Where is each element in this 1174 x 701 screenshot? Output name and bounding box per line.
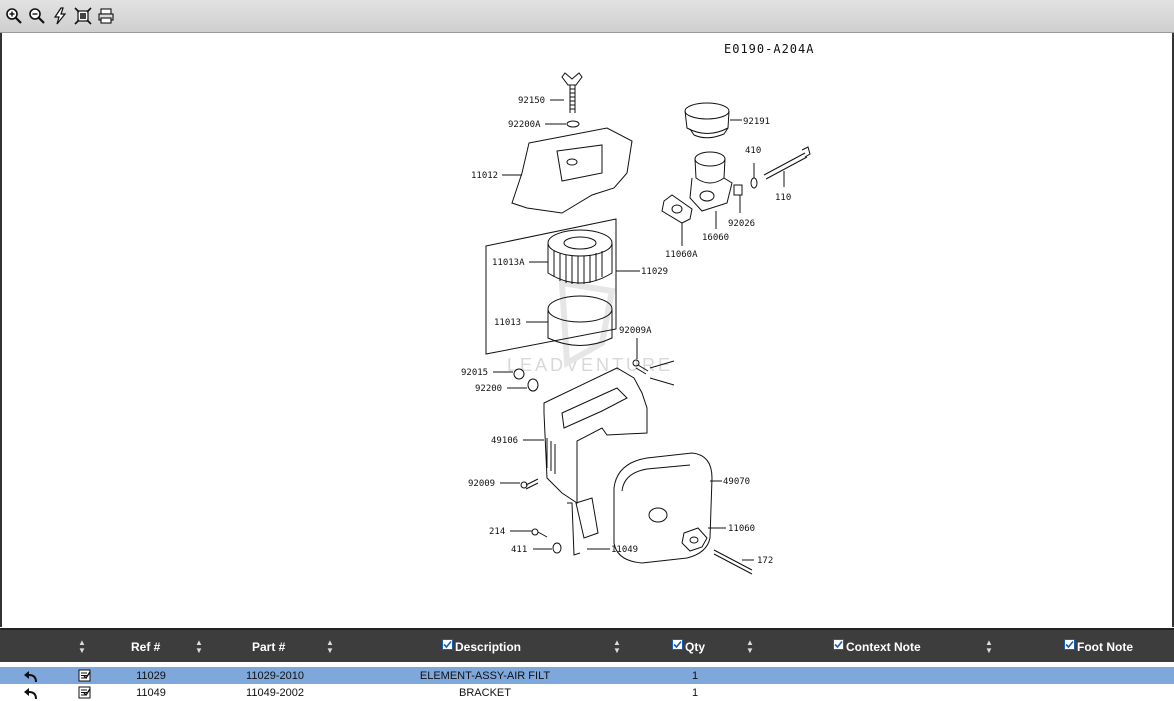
label-11049[interactable]: 11049 [611,545,638,555]
diagram-area: E0190-A204A LEADVENTURE [0,33,1174,627]
cell-qty: 1 [691,669,699,682]
part-11012-shape [511,127,633,214]
part-110-shape [763,146,811,180]
label-11013A[interactable]: 11013A [492,258,525,268]
part-49070-shape [613,452,713,564]
label-11060[interactable]: 11060 [728,524,755,534]
zoom-out-icon[interactable] [27,6,47,26]
part-11029-box [485,218,617,355]
part-labels: 92150 92200A 11012 92191 410 110 92026 1… [461,96,791,566]
qty-checkbox[interactable] [672,638,683,650]
sort-icon-col-action[interactable]: ▲▼ [78,638,86,655]
part-172-shape [713,549,753,575]
part-92009-shape [520,478,539,490]
sort-icon-description[interactable]: ▲▼ [613,638,621,655]
back-arrow-icon[interactable] [22,667,40,684]
exploded-parts-diagram: LEADVENTURE [461,72,811,575]
label-92200[interactable]: 92200 [475,384,502,394]
add-to-list-icon[interactable] [76,684,92,701]
watermark-text: LEADVENTURE [507,355,673,375]
part-11060-shape [681,527,708,552]
label-92009[interactable]: 92009 [468,479,495,489]
part-11013A-shape [547,229,613,284]
sort-icon-ref[interactable]: ▲▼ [195,638,203,655]
label-11060A[interactable]: 11060A [665,250,698,260]
label-92026[interactable]: 92026 [728,219,755,229]
label-172[interactable]: 172 [757,556,773,566]
part-411-shape [552,542,562,554]
cell-description: BRACKET [459,686,511,699]
table-row[interactable]: 11049 11049-2002 BRACKET 1 [0,684,1174,701]
cell-part[interactable]: 11049-2002 [246,686,304,699]
label-214[interactable]: 214 [489,527,505,537]
label-16060[interactable]: 16060 [702,233,729,243]
column-header-part[interactable]: Part # [252,640,286,654]
sort-icon-part[interactable]: ▲▼ [326,638,334,655]
cell-ref: 11049 [136,686,166,699]
column-header-foot-note[interactable]: Foot Note [1064,630,1133,664]
column-header-context-note[interactable]: Context Note [833,630,921,664]
label-49070[interactable]: 49070 [723,477,750,487]
cell-qty: 1 [691,686,699,699]
part-410-shape [750,177,758,189]
part-92150-shape [561,72,583,113]
sort-icon-context-note[interactable]: ▲▼ [985,638,993,655]
table-row[interactable]: 11029 11029-2010 ELEMENT-ASSY-AIR FILT 1 [0,667,1174,684]
part-92015-shape [513,368,525,380]
context-note-checkbox[interactable] [833,638,844,650]
part-11060A-shape [661,194,693,224]
label-11029[interactable]: 11029 [641,267,668,277]
label-411[interactable]: 411 [511,545,527,555]
cell-ref: 11029 [136,669,166,682]
part-92191-shape [684,102,730,139]
cell-part[interactable]: 11029-2010 [246,669,304,682]
part-92200A-shape [566,120,580,128]
back-arrow-icon[interactable] [22,684,40,701]
lightning-icon[interactable] [50,6,70,26]
column-header-description[interactable]: Description [442,630,521,664]
label-49106[interactable]: 49106 [491,436,518,446]
part-92200-shape [527,378,539,392]
diagram-code: E0190-A204A [724,42,815,56]
watermark-logo [558,279,616,368]
print-icon[interactable] [96,6,116,26]
part-49106-shape [543,367,648,504]
cell-description: ELEMENT-ASSY-AIR FILT [419,669,551,682]
label-92191[interactable]: 92191 [743,117,770,127]
label-11013[interactable]: 11013 [494,318,521,328]
fit-page-icon[interactable] [73,6,93,26]
add-to-list-icon[interactable] [76,667,92,684]
label-92200A[interactable]: 92200A [508,120,541,130]
label-410[interactable]: 410 [745,146,761,156]
parts-grid-header: ▲▼ Ref # ▲▼ Part # ▲▼ Description ▲▼ Qty… [0,628,1174,662]
toolbar [0,0,1174,33]
part-11013-shape [547,295,613,346]
part-92026-shape [733,184,743,196]
zoom-in-icon[interactable] [4,6,24,26]
part-16060-shape [689,151,733,212]
part-92009A-shape [632,359,649,375]
label-92150[interactable]: 92150 [518,96,545,106]
sort-icon-qty[interactable]: ▲▼ [746,638,754,655]
part-214-shape [531,528,548,538]
label-92015[interactable]: 92015 [461,368,488,378]
label-110[interactable]: 110 [775,193,791,203]
description-checkbox[interactable] [442,638,453,650]
column-header-qty[interactable]: Qty [672,630,705,664]
label-92009A[interactable]: 92009A [619,326,652,336]
foot-note-checkbox[interactable] [1064,638,1075,650]
part-11049-shape [567,497,599,556]
label-11012[interactable]: 11012 [471,171,498,181]
column-header-ref[interactable]: Ref # [131,640,161,654]
